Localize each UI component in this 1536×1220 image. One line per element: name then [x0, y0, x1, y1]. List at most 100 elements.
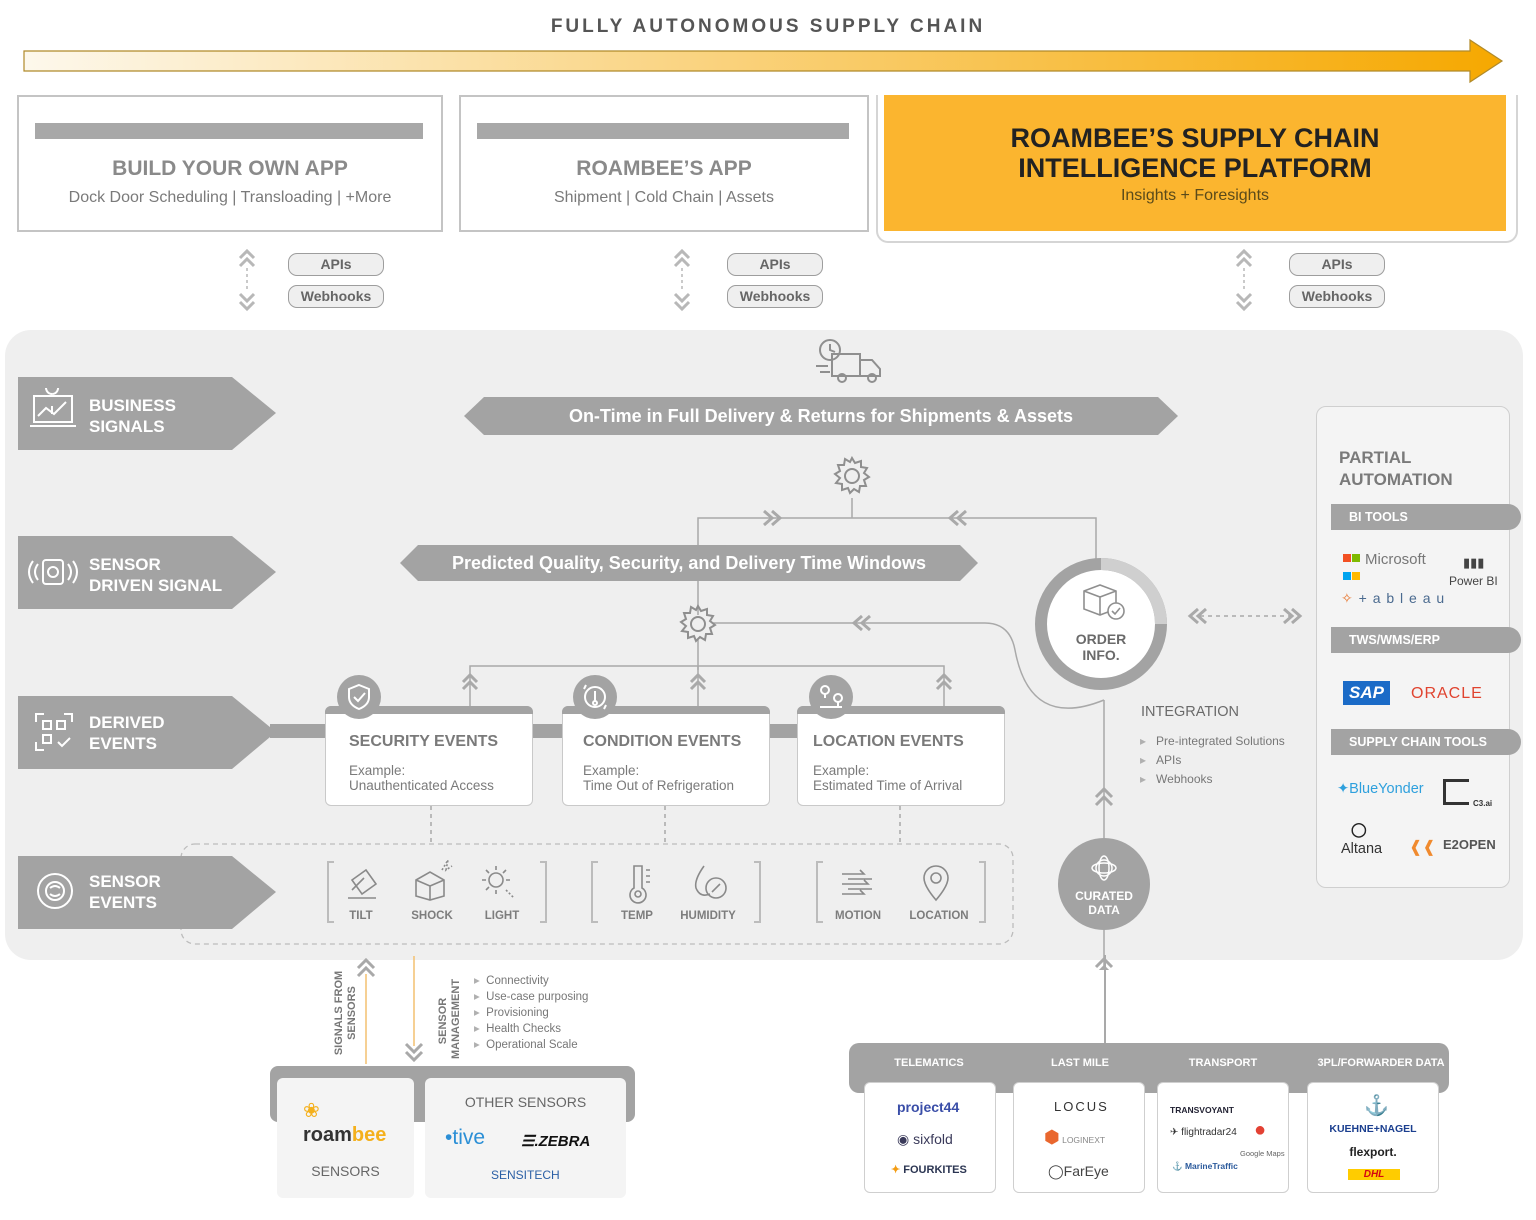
platform-frame — [876, 95, 1518, 243]
qr-scan-icon — [35, 713, 73, 751]
sensitech-logo: SENSITECH — [491, 1168, 560, 1182]
supply-chain-tools-pill: SUPPLY CHAIN TOOLS — [1331, 729, 1521, 755]
event-title: CONDITION EVENTS — [583, 733, 742, 750]
map-pin-laptop-icon — [30, 388, 76, 427]
bidirectional-arrow-icon — [1235, 248, 1253, 312]
bi-tools-pill: BI TOOLS — [1331, 504, 1521, 530]
app-subtitle: Shipment | Cold Chain | Assets — [554, 189, 774, 206]
light-icon — [482, 866, 515, 899]
sensor-label: TEMP — [621, 910, 653, 922]
apis-pill[interactable]: APIs — [288, 253, 384, 276]
e2open-logo: E2OPEN — [1443, 837, 1496, 852]
predicted-banner-text: Predicted Quality, Security, and Deliver… — [452, 553, 926, 573]
telematics-card[interactable]: project44 ◉ sixfold ✦ FOURKITES — [864, 1082, 996, 1193]
autonomy-arrow — [23, 38, 1504, 84]
sensor-cycle-icon — [37, 873, 73, 909]
fourkites-logo: ✦ FOURKITES — [891, 1164, 967, 1176]
event-example: Example:Time Out of Refrigeration — [583, 763, 735, 793]
bidirectional-arrow-icon — [673, 248, 691, 312]
motion-icon — [842, 869, 872, 895]
sensor-label: LOCATION — [909, 910, 969, 922]
data-source-tab: TELEMATICS — [894, 1057, 964, 1069]
tive-logo: •tive — [445, 1126, 486, 1149]
gear-icon — [679, 604, 717, 643]
altana-mark: ◯ — [1351, 821, 1367, 837]
curated-data-circle — [1058, 838, 1150, 930]
sensor-label: MOTION — [835, 910, 881, 922]
order-info-ring[interactable] — [1032, 555, 1170, 693]
business-banner-shape — [464, 397, 1178, 435]
microsoft-logo — [1343, 549, 1360, 585]
temperature-icon — [629, 865, 650, 904]
sensor-label: SHOCK — [411, 910, 453, 922]
fareye-logo: ◯FarEye — [1048, 1163, 1109, 1179]
sensor-label: LIGHT — [484, 910, 520, 922]
bee-icon: ❀ — [303, 1100, 320, 1122]
management-list: ▸ Connectivity ▸ Use-case purposing ▸ Pr… — [474, 975, 589, 1051]
transvoyant-logo: TRANSVOYANT — [1170, 1105, 1234, 1115]
location-pin-icon — [923, 865, 949, 902]
google-maps-pin-icon: ● — [1254, 1119, 1267, 1141]
platform-title-line2: INTELLIGENCE PLATFORM — [1018, 153, 1372, 183]
kuehne-nagel-mark: ⚓ — [1364, 1095, 1389, 1117]
forwarder-card[interactable]: ⚓ KUEHNE+NAGEL flexport. DHL — [1307, 1082, 1439, 1193]
webhooks-pill[interactable]: Webhooks — [1289, 285, 1385, 308]
data-source-tab: 3PL/FORWARDER DATA — [1317, 1057, 1445, 1069]
roambee-app-card[interactable]: ROAMBEE’S APP Shipment | Cold Chain | As… — [459, 95, 869, 232]
apis-pill[interactable]: APIs — [727, 253, 823, 276]
webhooks-pill[interactable]: Webhooks — [727, 285, 823, 308]
sensor-management-label: SENSOR MANAGEMENT — [437, 978, 462, 1059]
blueyonder-logo: ✦BlueYonder — [1337, 781, 1424, 797]
signals-from-sensors-label: SIGNALS FROM SENSORS — [333, 970, 358, 1056]
app-title: BUILD YOUR OWN APP — [112, 157, 348, 180]
other-sensors-card[interactable]: OTHER SENSORS •tive ☰.ZEBRA SENSITECH — [425, 1078, 626, 1198]
integration-list: ▸ Pre-integrated Solutions ▸ APIs ▸ Webh… — [1140, 734, 1285, 786]
event-title: SECURITY EVENTS — [349, 733, 499, 750]
google-maps-text: Google Maps — [1240, 1149, 1285, 1158]
c3-logo-text: C3.ai — [1473, 799, 1493, 808]
condition-events-card[interactable]: CONDITION EVENTS Example:Time Out of Ref… — [562, 706, 770, 806]
e2open-mark: ❰❰ — [1409, 839, 1436, 856]
page-title: FULLY AUTONOMOUS SUPPLY CHAIN — [550, 16, 986, 37]
transport-card[interactable]: TRANSVOYANT ✈ flightradar24 ● Google Map… — [1157, 1082, 1289, 1193]
flexport-logo: flexport. — [1349, 1145, 1397, 1159]
main-panel — [5, 330, 1523, 960]
shock-icon — [415, 859, 453, 901]
marinetraffic-logo: ⚓ MarineTraffic — [1172, 1161, 1238, 1171]
security-events-card[interactable]: SECURITY EVENTS Example:Unauthenticated … — [325, 706, 533, 806]
route-pin-icon — [809, 675, 853, 719]
humidity-icon — [694, 865, 727, 899]
platform-title-line1: ROAMBEE’S SUPPLY CHAIN — [1010, 123, 1380, 153]
tilt-icon — [348, 868, 378, 899]
apis-pill[interactable]: APIs — [1289, 253, 1385, 276]
business-banner-text: On-Time in Full Delivery & Returns for S… — [568, 406, 1074, 426]
roambee-sensors-card[interactable]: ❀ roambee SENSORS — [277, 1078, 414, 1198]
platform-subtitle: Insights + Foresights — [1120, 187, 1270, 204]
platform-card[interactable]: ROAMBEE’S SUPPLY CHAIN INTELLIGENCE PLAT… — [884, 95, 1506, 231]
flow-lines — [180, 498, 1303, 970]
gear-icon — [833, 456, 871, 495]
sensor-label: TILT — [349, 910, 373, 922]
project44-logo: project44 — [897, 1099, 960, 1115]
temperature-cycle-icon — [573, 675, 617, 719]
shield-check-icon — [337, 675, 381, 719]
app-subtitle: Dock Door Scheduling | Transloading | +M… — [68, 189, 392, 206]
sensor-label: HUMIDITY — [680, 910, 736, 922]
powerbi-text: Power BI — [1449, 574, 1498, 588]
last-mile-card[interactable]: LOCUS ⬢ LOGINEXT ◯FarEye — [1013, 1082, 1145, 1193]
sensor-signal-icon — [28, 559, 78, 585]
oracle-logo: ORACLE — [1411, 685, 1483, 702]
event-example: Example:Unauthenticated Access — [349, 763, 494, 793]
tws-wms-erp-pill: TWS/WMS/ERP — [1331, 627, 1521, 653]
derived-events-label-shape — [18, 696, 276, 769]
event-title: LOCATION EVENTS — [813, 733, 964, 750]
microsoft-text: Microsoft — [1365, 551, 1426, 568]
other-sensors-title: OTHER SENSORS — [464, 1094, 587, 1110]
kuehne-nagel-logo: KUEHNE+NAGEL — [1329, 1123, 1417, 1135]
build-your-own-app-card[interactable]: BUILD YOUR OWN APP Dock Door Scheduling … — [17, 95, 443, 232]
location-events-card[interactable]: LOCATION EVENTS Example:Estimated Time o… — [797, 706, 1005, 806]
webhooks-pill[interactable]: Webhooks — [288, 285, 384, 308]
